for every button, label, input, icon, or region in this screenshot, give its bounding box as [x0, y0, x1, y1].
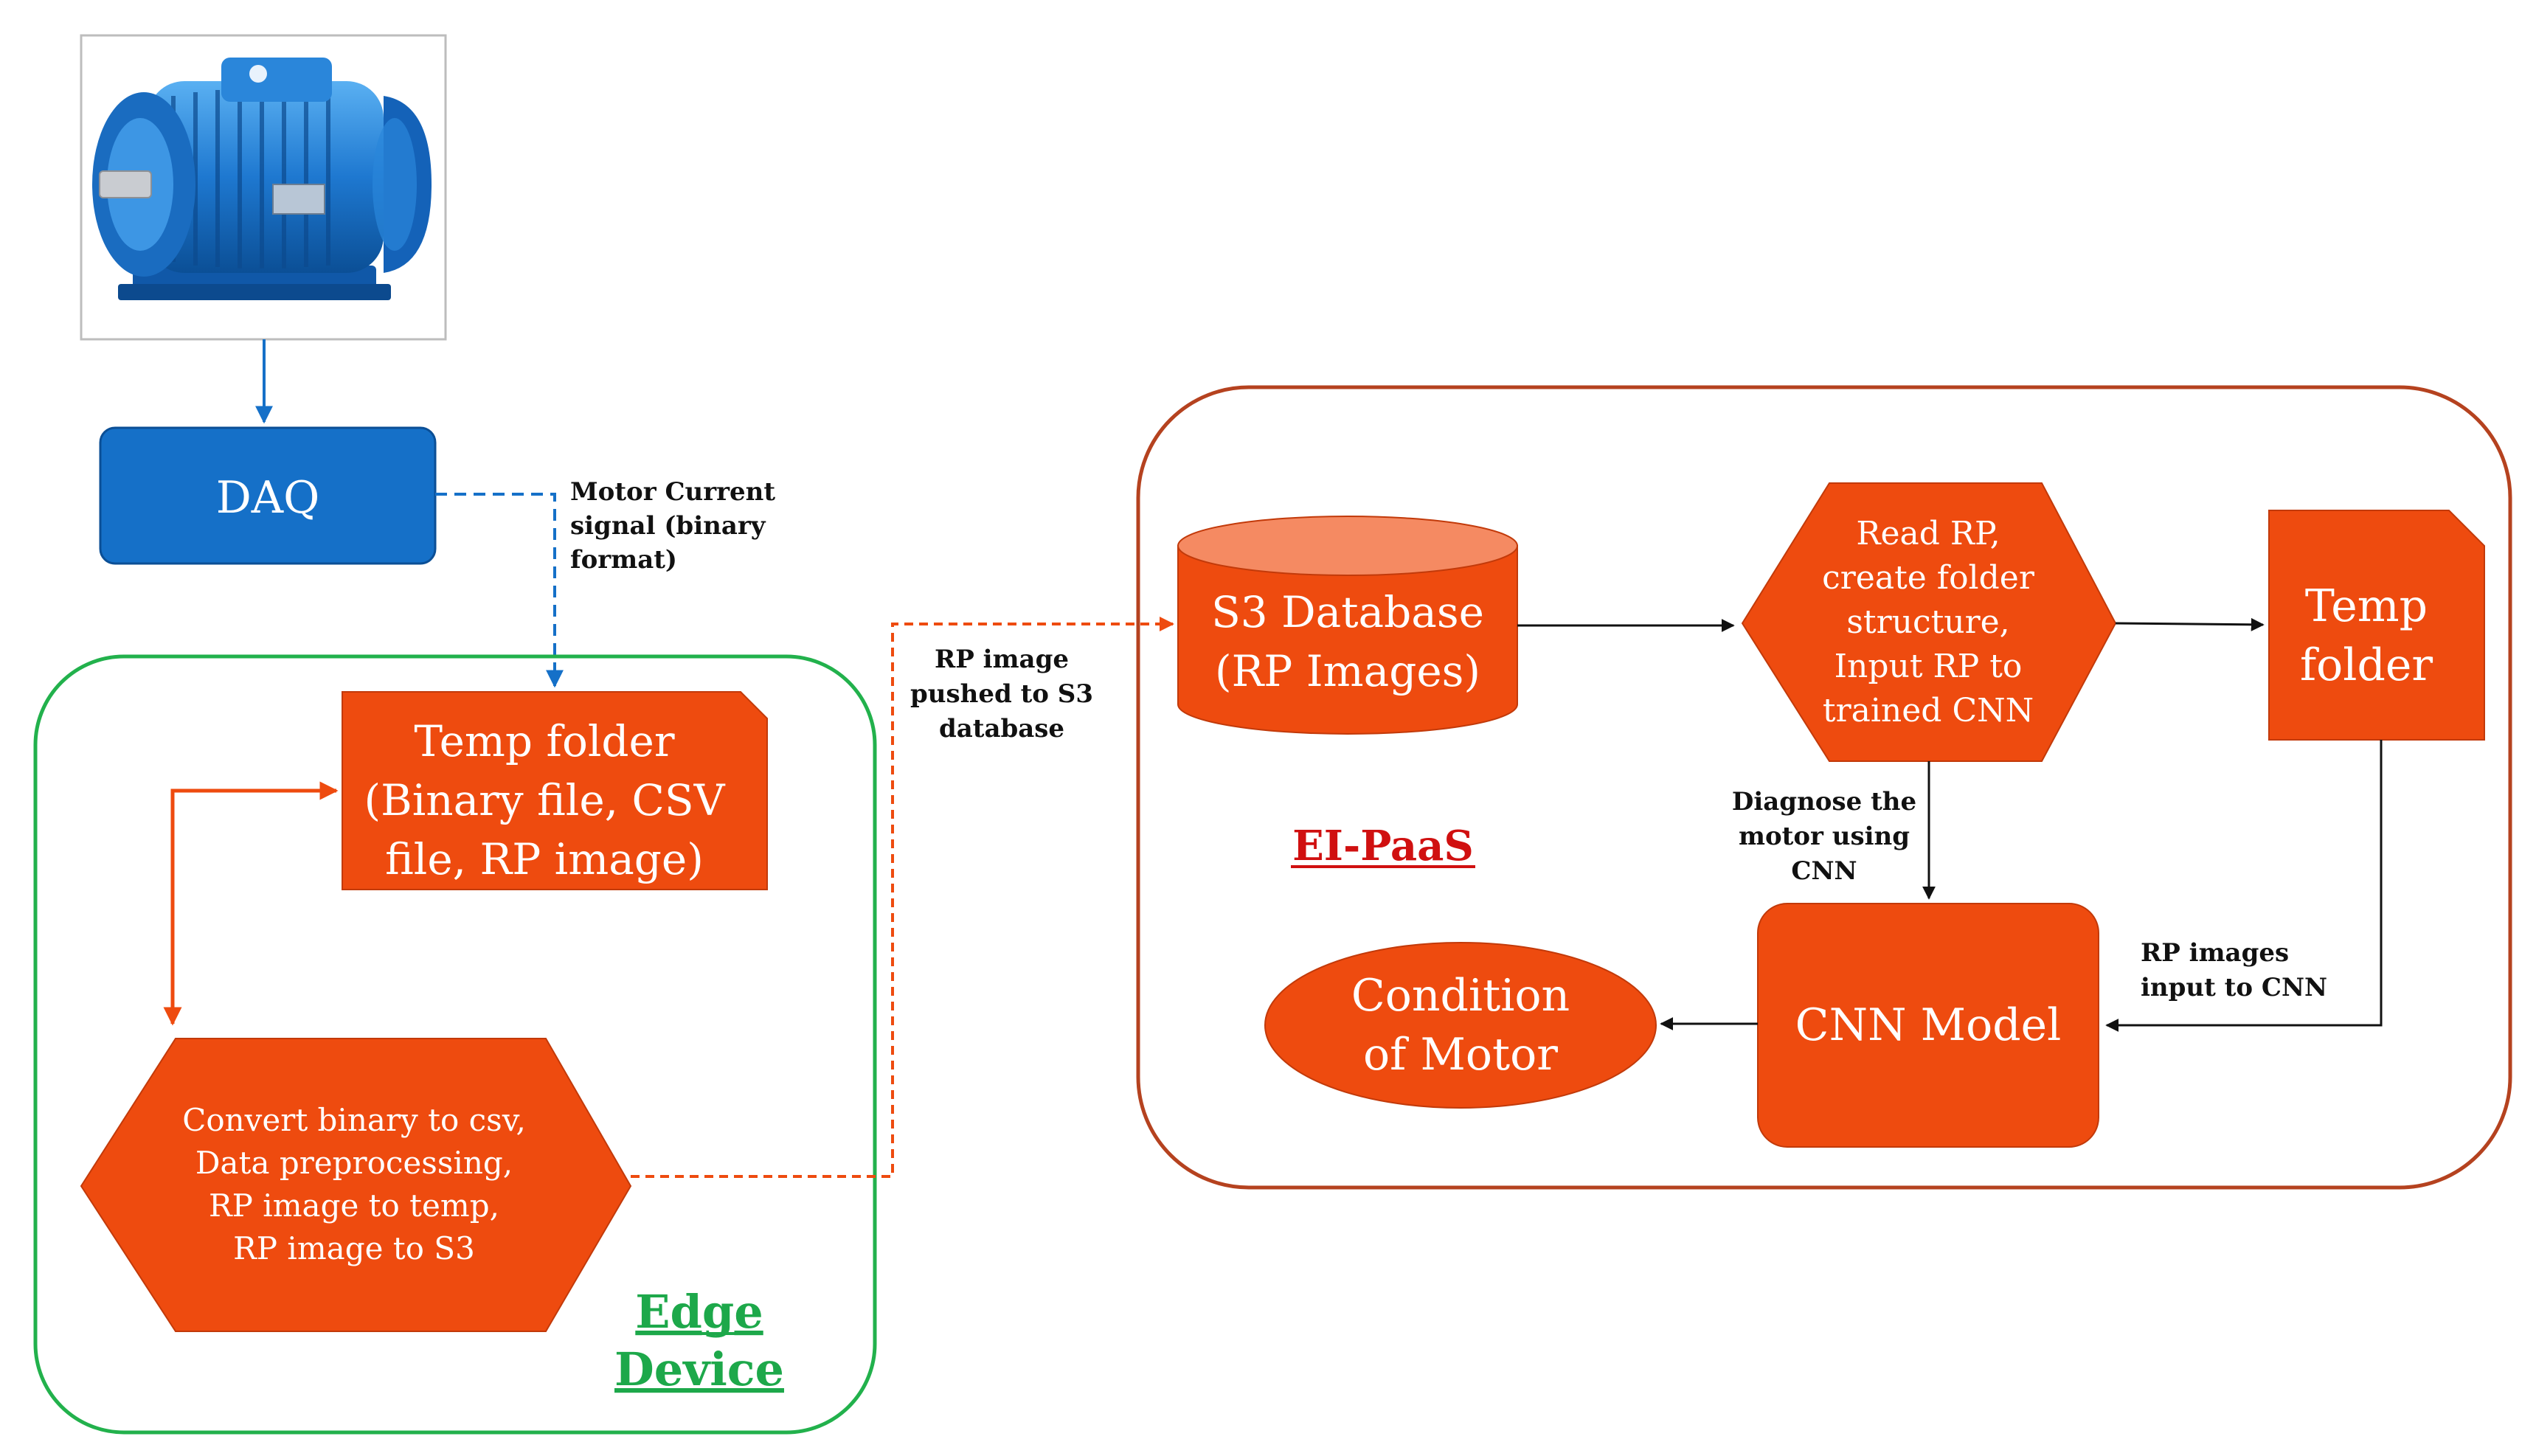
temp-folder-process-connector: [170, 781, 339, 1024]
ei-paas-title: EI-PaaS: [1292, 822, 1474, 870]
paas-temp-folder-line2: folder: [2300, 639, 2433, 691]
edge-device-container: [33, 654, 877, 1435]
edge-process-line1: Convert binary to csv,: [182, 1102, 526, 1138]
edge-process-line4: RP image to S3: [233, 1230, 475, 1266]
cnn-model-box: [1757, 903, 2099, 1148]
condition-line2: of Motor: [1363, 1029, 1558, 1081]
paas-temp-folder-box: [2268, 510, 2485, 741]
process-to-s3-dashed-arrow: [631, 617, 1174, 1178]
read-rp-line1: Read RP,: [1856, 515, 2000, 552]
daq-to-temp-folder-dashed-arrow: [435, 493, 564, 688]
daq-label: DAQ: [216, 472, 320, 524]
edge-device-title-line2: Device: [614, 1342, 784, 1396]
read-rp-line2: create folder: [1822, 559, 2035, 597]
rp-input-label-line2: input to CNN: [2141, 973, 2327, 1002]
edge-temp-folder-line1: Temp folder: [414, 716, 674, 766]
rp-pushed-label-line1: RP image: [935, 645, 1069, 674]
edge-temp-folder-box: [342, 691, 768, 890]
cnn-model-label: CNN Model: [1795, 999, 2062, 1051]
edge-process-hexagon: [80, 1038, 632, 1332]
s3-database-line1: S3 Database: [1211, 587, 1484, 637]
rp-pushed-label-line2: pushed to S3: [910, 679, 1093, 709]
edge-device-title-line1: Edge: [635, 1285, 763, 1339]
edge-process-line3: RP image to temp,: [209, 1188, 499, 1224]
condition-line1: Condition: [1351, 970, 1570, 1022]
diagnose-label-line3: CNN: [1791, 856, 1857, 886]
edge-temp-folder-line2: (Binary file, CSV: [364, 775, 725, 825]
read-rp-to-temp-folder-arrow: [2115, 617, 2265, 631]
edge-temp-folder-line3: file, RP image): [385, 834, 704, 884]
electric-motor-icon: [80, 34, 447, 341]
read-rp-line4: Input RP to: [1835, 648, 2023, 685]
s3-database-cylinder: [1177, 516, 1518, 735]
paas-temp-folder-line1: Temp: [2305, 580, 2428, 632]
diagnose-label-line1: Diagnose the: [1732, 787, 1916, 817]
rp-pushed-label-line3: database: [939, 714, 1064, 743]
read-rp-line3: structure,: [1846, 603, 2009, 641]
motor-current-label-line3: format): [570, 545, 677, 575]
rp-input-label-line1: RP images: [2141, 938, 2289, 968]
ei-paas-container: [1136, 385, 2512, 1190]
s3-database-line2: (RP Images): [1215, 646, 1480, 696]
diagnose-label-line2: motor using: [1739, 822, 1910, 851]
read-rp-line5: trained CNN: [1823, 692, 2034, 729]
temp-folder-to-cnn-arrow: [2105, 740, 2383, 1032]
motor-current-label-line1: Motor Current: [570, 477, 775, 507]
motor-current-label-line2: signal (binary: [570, 511, 766, 541]
edge-process-line2: Data preprocessing,: [195, 1145, 513, 1181]
condition-of-motor-ellipse: [1264, 942, 1657, 1109]
